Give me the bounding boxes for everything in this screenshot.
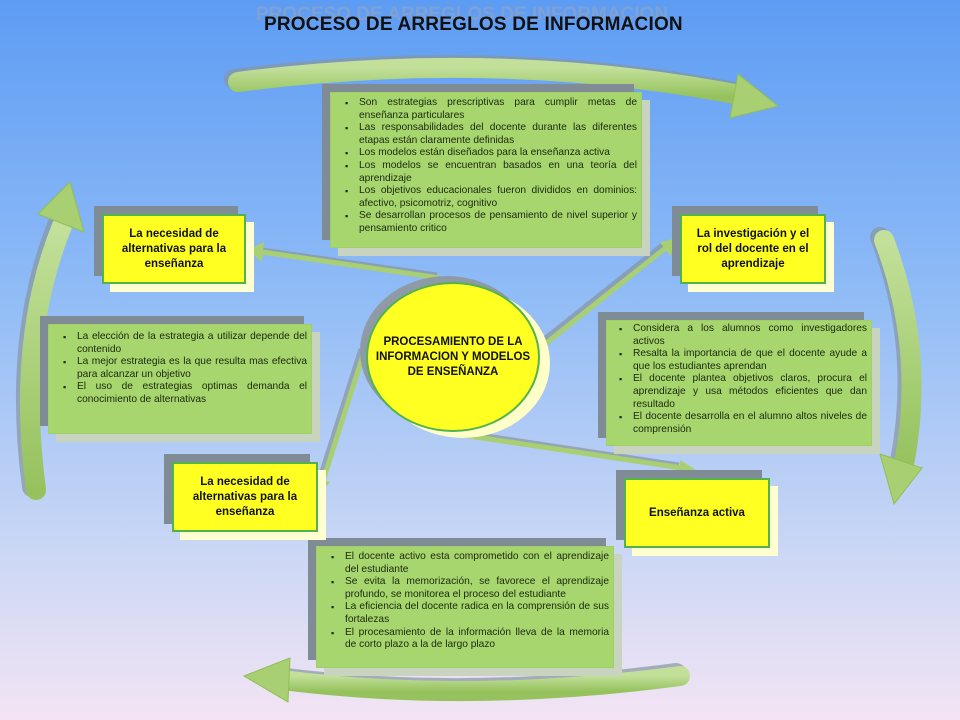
list-item: Los objetivos educacionales fueron divid…: [345, 185, 637, 210]
list-item: Son estrategias prescriptivas para cumpl…: [345, 97, 637, 122]
list-item: La eficiencia del docente radica en la c…: [331, 601, 609, 626]
curved-arrow-left: [15, 181, 85, 500]
list-item: Se evita la memorización, se favorece el…: [331, 576, 609, 601]
curved-arrow-top: [224, 54, 780, 119]
list-box-right: Considera a los alumnos como investigado…: [606, 320, 872, 446]
list-item: Las responsabilidades del docente durant…: [345, 122, 637, 147]
box-top-right: La investigación y el rol del docente en…: [680, 214, 826, 284]
list-item: La elección de la estrategia a utilizar …: [63, 331, 307, 356]
list-item: El docente plantea objetivos claros, pro…: [619, 373, 867, 411]
list-item: Considera a los alumnos como investigado…: [619, 323, 867, 348]
list-item: El procesamiento de la información lleva…: [331, 627, 609, 652]
list-top: Son estrategias prescriptivas para cumpl…: [337, 97, 637, 236]
box-top-left: La necesidad de alternativas para la ens…: [102, 214, 246, 284]
list-right: Considera a los alumnos como investigado…: [611, 323, 867, 436]
list-item: Los modelos están diseñados para la ense…: [345, 147, 637, 160]
list-box-left: La elección de la estrategia a utilizar …: [48, 324, 312, 434]
box-bottom-left: La necesidad de alternativas para la ens…: [172, 462, 318, 532]
list-item: El uso de estrategias optimas demanda el…: [63, 381, 307, 406]
page-title: PROCESO DE ARREGLOS DE INFORMACION: [264, 14, 683, 35]
list-item: El docente activo esta comprometido con …: [331, 551, 609, 576]
connector-top-left: [248, 242, 441, 281]
curved-arrow-bottom: [242, 657, 690, 703]
center-node: PROCESAMIENTO DE LA INFORMACION Y MODELO…: [366, 282, 540, 432]
list-box-top: Son estrategias prescriptivas para cumpl…: [330, 92, 642, 248]
list-left: La elección de la estrategia a utilizar …: [55, 331, 307, 407]
list-box-bottom: El docente activo esta comprometido con …: [316, 546, 614, 668]
connector-bottom-right: [452, 428, 696, 478]
list-item: Los modelos se encuentran basados en una…: [345, 160, 637, 185]
connector-bottom-left: [312, 348, 367, 496]
connector-top-right: [535, 238, 678, 350]
list-item: Resalta la importancia de que el docente…: [619, 348, 867, 373]
curved-arrow-right: [870, 227, 923, 506]
list-item: La mejor estrategia es la que resulta ma…: [63, 356, 307, 381]
list-bottom: El docente activo esta comprometido con …: [323, 551, 609, 652]
list-item: Se desarrollan procesos de pensamiento d…: [345, 210, 637, 235]
list-item: El docente desarrolla en el alumno altos…: [619, 411, 867, 436]
box-bottom-right: Enseñanza activa: [624, 478, 770, 548]
title-shadow: PROCESO DE ARREGLOS DE INFORMACION: [256, 4, 669, 25]
